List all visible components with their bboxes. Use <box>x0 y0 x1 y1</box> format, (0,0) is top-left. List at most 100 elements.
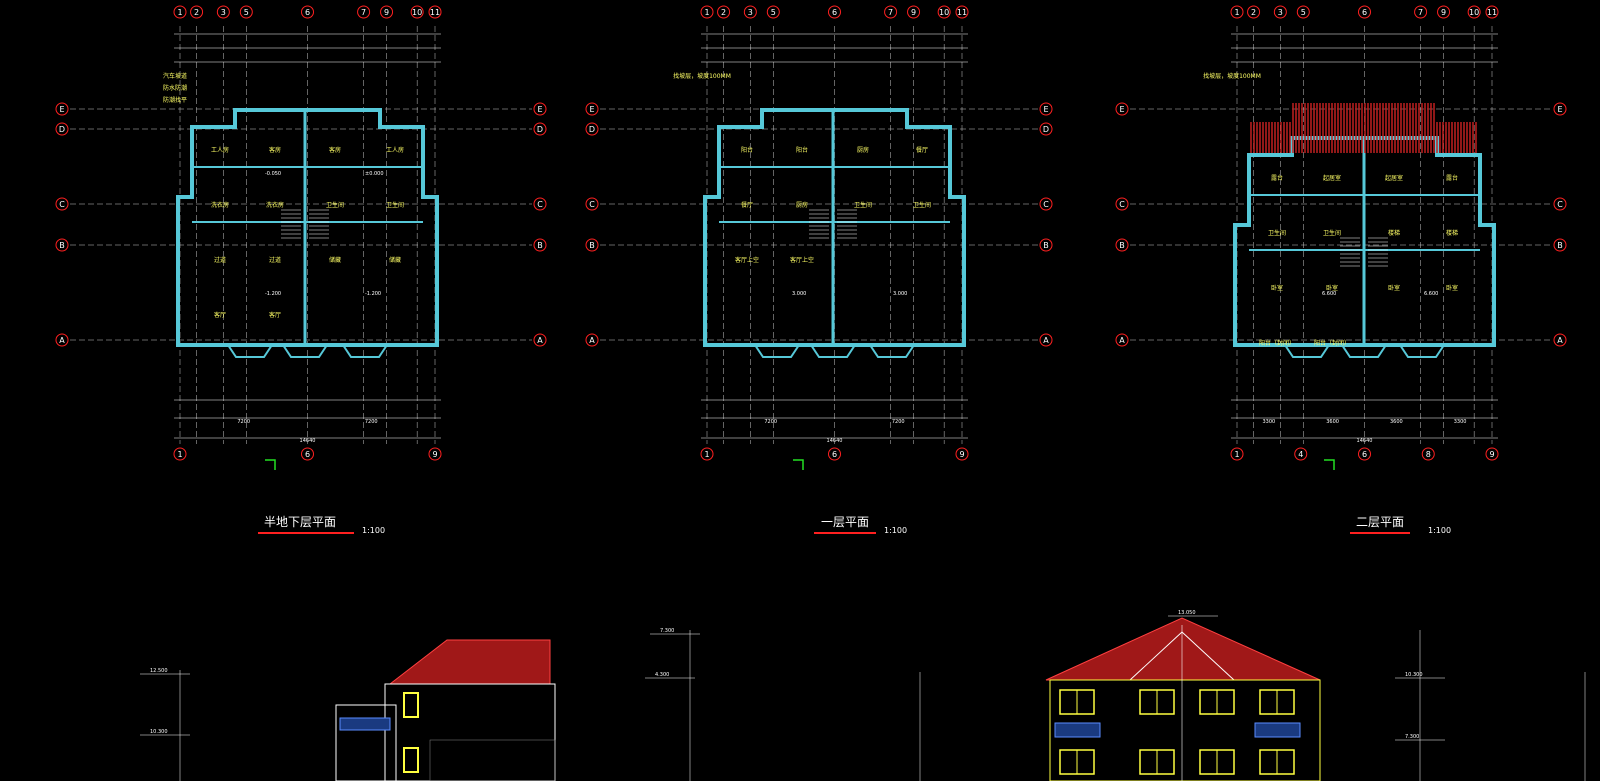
axis-label: A <box>59 336 65 345</box>
room-label: 阳台 <box>741 146 753 154</box>
axis-bubble <box>1553 238 1567 252</box>
axis-label: 5 <box>244 8 249 17</box>
balcony-rail <box>339 717 391 731</box>
room-label: 阳台（封闭） <box>1314 339 1350 347</box>
axis-label: 6 <box>1362 8 1367 17</box>
axis-label: E <box>537 105 542 114</box>
axis-bubble <box>828 5 841 19</box>
axis-label: D <box>1043 125 1049 134</box>
axis-label: B <box>537 241 543 250</box>
axis-bubble <box>1294 447 1308 461</box>
level-value: 10.300 <box>1405 672 1423 678</box>
axis-bubble <box>1039 238 1053 252</box>
axis-label: 6 <box>305 8 310 17</box>
axis-label: C <box>1557 200 1563 209</box>
wall-outline <box>384 683 556 781</box>
axis-bubble <box>955 5 969 19</box>
axis-label: B <box>59 241 65 250</box>
annotation-note: 防水防潮 <box>163 84 187 92</box>
axis-label: E <box>1557 105 1562 114</box>
axis-bubble <box>173 5 187 19</box>
plan-scale: 1:100 <box>1428 526 1451 535</box>
axis-label: 1 <box>1234 8 1239 17</box>
room-label: 楼梯 <box>1388 229 1400 237</box>
annotation-note: 找坡层，坡度100MM <box>673 72 731 80</box>
axis-label: D <box>537 125 543 134</box>
axis-label: 6 <box>305 450 310 459</box>
axis-bubble <box>533 238 547 252</box>
axis-bubble <box>1358 5 1371 19</box>
axis-label: 7 <box>361 8 366 17</box>
axis-bubble <box>1039 333 1053 347</box>
dimension-value: 3300 <box>1454 419 1467 425</box>
level-mark: 12.500 <box>140 668 190 675</box>
plan-title: 半地下层平面 <box>264 515 336 529</box>
axis-label: 11 <box>430 8 440 17</box>
axis-label: 2 <box>1251 8 1256 17</box>
bay-window <box>1399 344 1445 358</box>
bay-window <box>227 344 273 358</box>
axis-label: B <box>1557 241 1563 250</box>
axis-label: 3 <box>1278 8 1283 17</box>
axis-bubble <box>1115 238 1129 252</box>
axis-bubble <box>1467 5 1481 19</box>
axis-label: 9 <box>384 8 389 17</box>
level-value: 13.050 <box>1178 610 1196 616</box>
axis-bubble <box>937 5 951 19</box>
axis-bubble <box>533 122 547 136</box>
dimension-value: 7200 <box>365 419 378 425</box>
axis-bubble <box>1414 5 1428 19</box>
level-mark: 13.050 <box>1168 610 1218 617</box>
axis-label: E <box>1043 105 1048 114</box>
room-label: 露台 <box>1271 174 1283 182</box>
axis-label: D <box>59 125 65 134</box>
axis-bubble <box>1553 197 1567 211</box>
axis-label: 6 <box>832 450 837 459</box>
elevation-label: -0.050 <box>265 171 281 177</box>
axis-label: 9 <box>1441 8 1446 17</box>
exterior-wall <box>703 108 966 347</box>
axis-bubble <box>585 238 599 252</box>
axis-bubble <box>1115 333 1129 347</box>
axis-label: A <box>537 336 543 345</box>
axis-label: 7 <box>1418 8 1423 17</box>
axis-bubble <box>410 5 424 19</box>
room-label: 起居室 <box>1323 174 1341 182</box>
room-label: 过道 <box>269 256 281 264</box>
axis-label: 1 <box>704 450 709 459</box>
level-value: 7.300 <box>660 628 674 634</box>
axis-label: A <box>1557 336 1563 345</box>
axis-bubble <box>955 447 969 461</box>
section-mark <box>793 459 804 470</box>
room-label: 起居室 <box>1385 174 1403 182</box>
axis-bubble <box>907 5 921 19</box>
axis-label: 9 <box>959 450 964 459</box>
room-label: 楼梯 <box>1446 229 1458 237</box>
room-label: 卫生间 <box>326 201 344 209</box>
axis-bubble <box>585 122 599 136</box>
room-label: 过道 <box>214 256 226 264</box>
room-label: 洗衣房 <box>266 201 284 209</box>
axis-label: 10 <box>1469 8 1479 17</box>
room-label: 厨房 <box>796 201 808 209</box>
bay-window <box>342 344 388 358</box>
bay-window <box>282 344 328 358</box>
axis-bubble <box>533 333 547 347</box>
dimension-value: 7200 <box>237 419 250 425</box>
axis-bubble <box>585 197 599 211</box>
room-label: 客厅上空 <box>735 256 759 264</box>
axis-bubble <box>55 102 69 116</box>
axis-label: E <box>1119 105 1124 114</box>
axis-label: C <box>589 200 595 209</box>
axis-bubble <box>55 238 69 252</box>
axis-bubble <box>1485 5 1499 19</box>
balcony-rail <box>1054 722 1101 738</box>
axis-label: 2 <box>194 8 199 17</box>
level-value: 4.300 <box>655 672 669 678</box>
axis-bubble <box>190 5 204 19</box>
axis-label: 11 <box>957 8 967 17</box>
plan-title: 一层平面 <box>821 515 869 529</box>
axis-label: 1 <box>1234 450 1239 459</box>
